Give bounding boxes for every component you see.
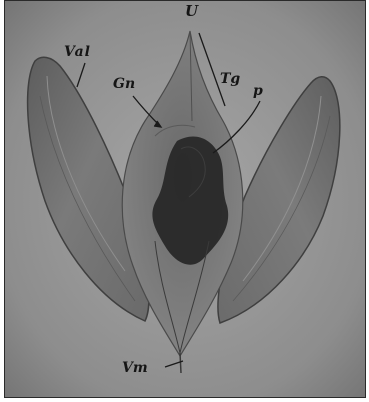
label-val: Val bbox=[64, 45, 91, 59]
label-vm: Vm bbox=[122, 361, 148, 375]
label-gn: Gn bbox=[113, 77, 135, 91]
photo-frame bbox=[4, 0, 366, 398]
specimen-photograph bbox=[5, 1, 366, 398]
label-p: p bbox=[253, 84, 263, 98]
label-tg: Tg bbox=[220, 72, 240, 86]
label-u: U bbox=[185, 4, 198, 19]
